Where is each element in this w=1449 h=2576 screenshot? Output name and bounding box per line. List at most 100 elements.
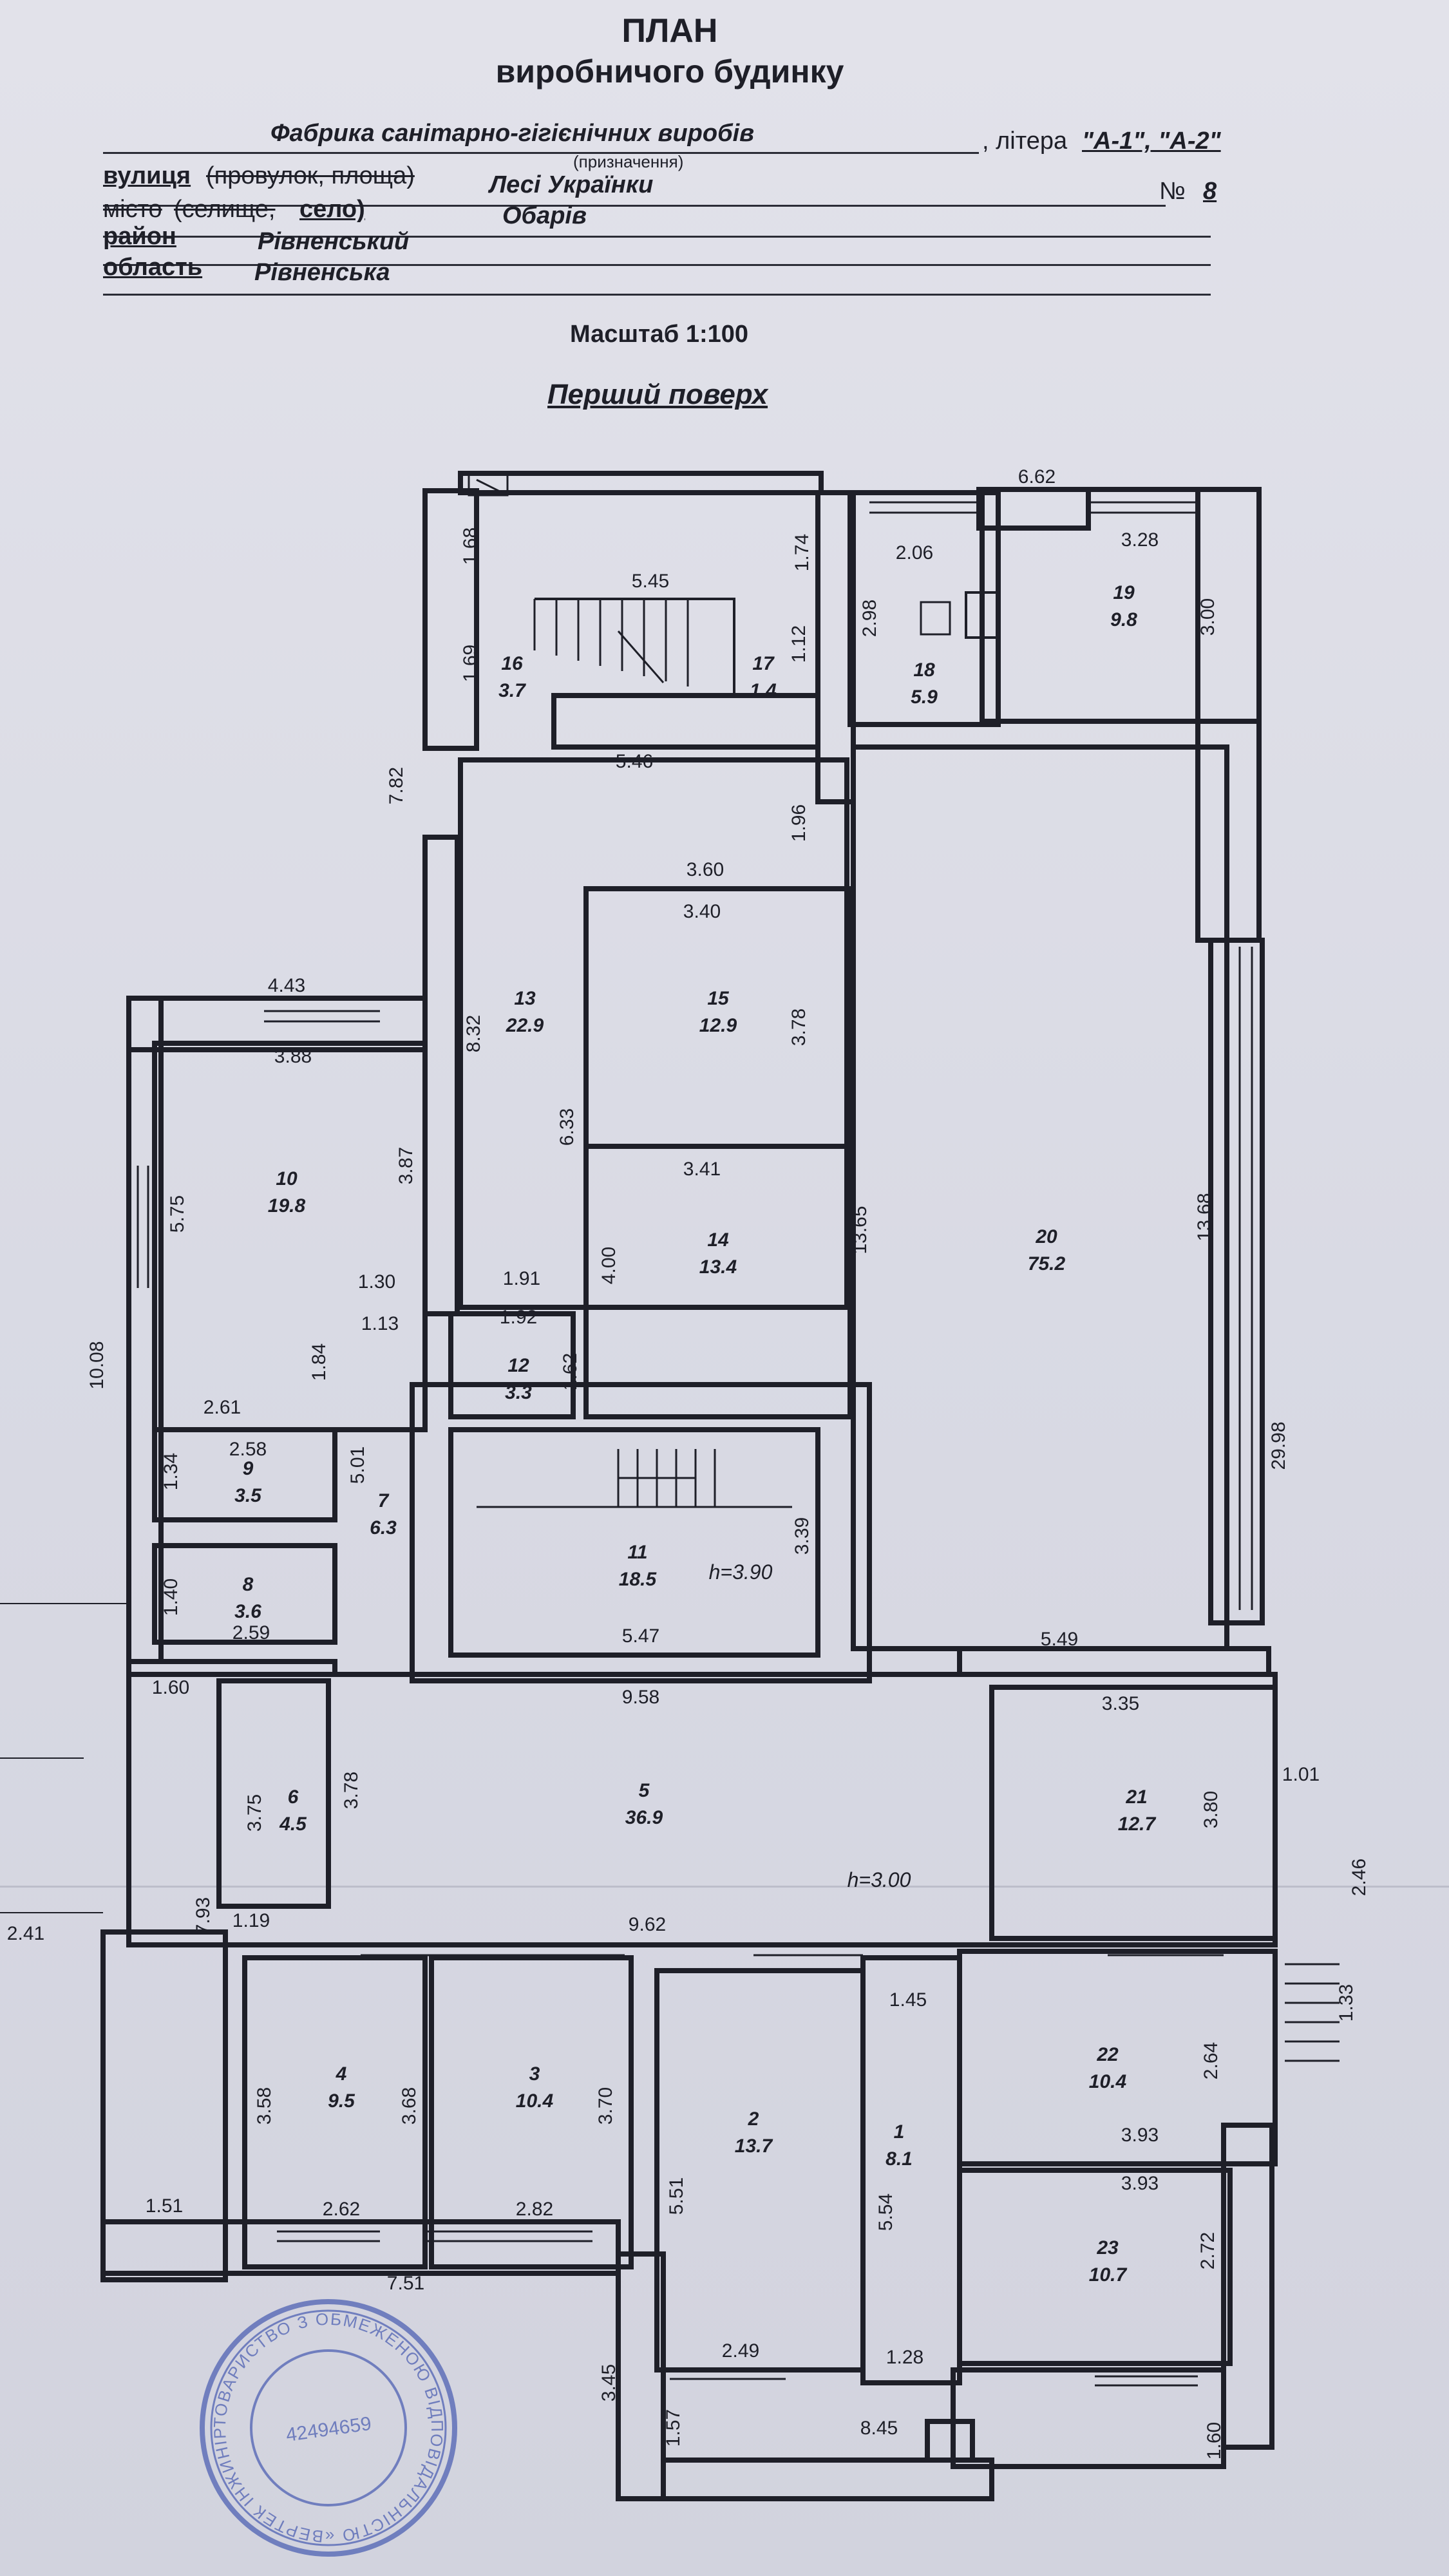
room-label-5: 536.9 bbox=[625, 1780, 663, 1828]
dimension-label: 2.98 bbox=[859, 600, 880, 637]
room-area: 4.5 bbox=[279, 1814, 307, 1835]
room-number: 11 bbox=[627, 1542, 647, 1563]
room-area: 6.3 bbox=[370, 1517, 397, 1539]
dimension-label: 13.68 bbox=[1194, 1193, 1215, 1241]
room-number: 9 bbox=[243, 1458, 254, 1479]
dimension-label: 3.39 bbox=[791, 1517, 813, 1555]
dimension-label: 9.58 bbox=[622, 1687, 659, 1708]
wall-room-8 bbox=[152, 1543, 337, 1645]
dimension-label: 6.33 bbox=[556, 1108, 578, 1146]
street-value: Лесі Українки bbox=[489, 171, 654, 198]
street-label: вулиця bbox=[103, 162, 191, 189]
city-alt-village: село) bbox=[299, 196, 365, 223]
room-number: 17 bbox=[752, 653, 775, 674]
city-value: Обарів bbox=[502, 202, 587, 229]
dimension-label: 10.08 bbox=[86, 1341, 108, 1389]
dimension-label: 1.28 bbox=[886, 2347, 923, 2368]
dimension-label: 1.40 bbox=[160, 1578, 182, 1616]
dimension-label: 7.82 bbox=[386, 767, 407, 804]
dimension-label: 1.45 bbox=[889, 1989, 927, 2011]
plan-title: ПЛАН bbox=[621, 12, 718, 50]
dimension-label: 1.69 bbox=[460, 645, 481, 682]
room-label-16: 163.7 bbox=[498, 653, 526, 701]
room-number: 21 bbox=[1125, 1786, 1147, 1808]
dimension-label: 8.45 bbox=[860, 2418, 898, 2439]
room-area: 3.3 bbox=[505, 1382, 532, 1403]
room-area: 3.5 bbox=[234, 1485, 262, 1506]
dimension-label: 3.75 bbox=[244, 1794, 265, 1832]
dimension-label: 3.35 bbox=[1102, 1693, 1139, 1714]
dimension-label: 1.51 bbox=[146, 2195, 183, 2217]
wall-pillar-top bbox=[976, 487, 1091, 531]
stamp-number: 42494659 bbox=[285, 2413, 373, 2446]
room-area: 10.4 bbox=[516, 2090, 554, 2112]
room-label-2: 213.7 bbox=[735, 2108, 773, 2157]
wall-room-1 bbox=[860, 1955, 962, 2385]
dimension-label: 5.54 bbox=[875, 2193, 896, 2231]
heater-unit bbox=[965, 591, 999, 639]
dimension-label: 5.75 bbox=[167, 1195, 188, 1233]
sink-unit bbox=[920, 601, 951, 636]
purpose-caption: (призначення) bbox=[573, 152, 684, 171]
region-value: Рівненська bbox=[254, 259, 390, 286]
wall-room-4 bbox=[242, 1955, 428, 2269]
dimension-label: 3.68 bbox=[399, 2087, 420, 2125]
room-number: 10 bbox=[276, 1168, 298, 1189]
dimension-label: 1.74 bbox=[791, 534, 813, 571]
room-number: 8 bbox=[243, 1574, 254, 1595]
room-area: 9.8 bbox=[1110, 609, 1137, 630]
room-number: 13 bbox=[514, 988, 536, 1009]
room-label-7: 76.3 bbox=[370, 1490, 397, 1539]
room-area: 10.7 bbox=[1089, 2264, 1128, 2286]
ceiling-height: h=3.90 bbox=[709, 1560, 773, 1584]
room-label-17: 171.4 bbox=[750, 653, 777, 701]
room-number: 12 bbox=[507, 1355, 529, 1376]
wall-annex-west bbox=[616, 2251, 666, 2501]
room-label-8: 83.6 bbox=[234, 1574, 261, 1622]
room-area: 3.7 bbox=[498, 680, 526, 701]
dimension-label: 3.40 bbox=[683, 901, 721, 922]
dimension-label: 1.34 bbox=[160, 1453, 182, 1490]
wall-south-east bbox=[951, 2367, 1226, 2469]
dimension-label: 3.93 bbox=[1121, 2173, 1159, 2194]
dimension-label: 5.51 bbox=[666, 2177, 687, 2215]
walls-layer bbox=[100, 471, 1278, 2501]
dimension-label: 13.65 bbox=[849, 1206, 871, 1254]
room-label-21: 21 12.7 bbox=[1118, 1786, 1157, 1835]
room-area: 3.6 bbox=[234, 1601, 261, 1622]
company-stamp: ТОВАРИСТВО З ОБМЕЖЕНОЮ ВІДПОВІДАЛЬНІСТЮ … bbox=[193, 2293, 457, 2557]
dimension-label: 4.43 bbox=[268, 975, 305, 996]
dimension-label: 3.88 bbox=[274, 1046, 312, 1067]
wall-room-20-south bbox=[957, 1646, 1271, 1677]
city-label: місто bbox=[103, 196, 162, 223]
dimension-label: 5.46 bbox=[616, 751, 653, 772]
dimension-label: 3.78 bbox=[341, 1772, 362, 1809]
number-value: 8 bbox=[1203, 178, 1217, 205]
wall-room-12 bbox=[448, 1311, 576, 1419]
region-line bbox=[103, 294, 1211, 296]
wall-room-11-inner bbox=[448, 1427, 820, 1658]
dimension-label: 1.33 bbox=[1336, 1984, 1357, 2022]
labels-layer: 18.1213.7310.449.5536.964.576.383.693.51… bbox=[7, 466, 1370, 2459]
dimension-label: 3.00 bbox=[1197, 598, 1218, 636]
dimension-label: 9.62 bbox=[629, 1914, 666, 1935]
room-area: 8.1 bbox=[886, 2148, 913, 2170]
room-area: 12.7 bbox=[1118, 1814, 1157, 1835]
room-label-13: 13 22.9 bbox=[506, 988, 544, 1036]
room-label-4: 49.5 bbox=[328, 2063, 355, 2112]
room-area: 22.9 bbox=[506, 1015, 544, 1036]
dimension-label: 4.00 bbox=[598, 1247, 620, 1284]
wall-outer-east-bottom bbox=[1221, 2123, 1274, 2450]
dimension-label: 5.45 bbox=[632, 571, 669, 592]
dimension-label: 1.96 bbox=[788, 804, 810, 842]
dimension-label: 2.82 bbox=[516, 2199, 553, 2220]
stair-direction-arrow bbox=[617, 630, 665, 683]
dimension-label: 3.28 bbox=[1121, 529, 1159, 551]
room-area: 12.9 bbox=[699, 1015, 737, 1036]
wall-stair-south bbox=[551, 693, 820, 750]
room-area: 1.4 bbox=[750, 680, 777, 701]
